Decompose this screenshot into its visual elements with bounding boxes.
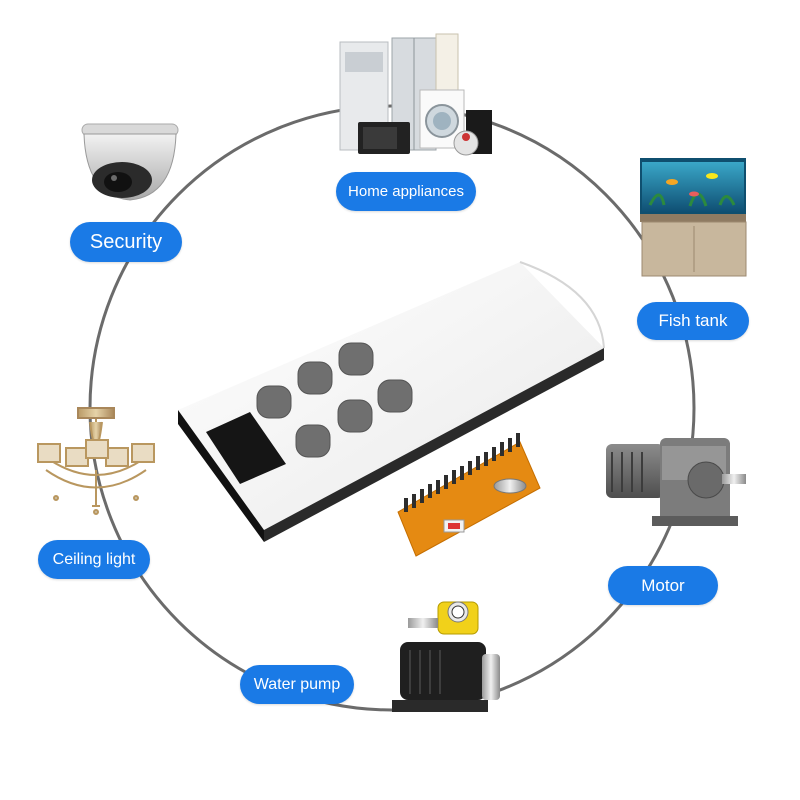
ceiling-light-icon [37,407,155,515]
label-home-appliances-text: Home appliances [348,183,464,200]
remote-button [337,399,373,433]
receiver-board-icon [397,433,541,557]
label-security-text: Security [89,230,163,253]
label-fish-tank-text: Fish tank [658,311,728,330]
label-motor-text: Motor [641,575,685,595]
remote-control-icon [178,261,605,542]
label-home-appliances: Home appliances [336,172,476,211]
remote-button [256,385,292,419]
label-ceiling-light: Ceiling light [38,540,150,579]
fish-tank-icon [640,158,747,277]
remote-button [377,379,413,413]
home-appliances-icon [339,33,492,156]
label-fish-tank: Fish tank [637,302,749,340]
label-water-pump-text: Water pump [253,675,341,693]
motor-icon [606,438,746,526]
remote-button [338,342,374,376]
label-motor: Motor [608,566,718,605]
label-security: Security [70,222,182,262]
security-camera-icon [81,123,179,201]
remote-button [295,424,331,458]
remote-button [297,361,333,395]
water-pump-icon [392,601,500,712]
label-water-pump: Water pump [240,665,354,704]
label-ceiling-light-text: Ceiling light [52,550,136,568]
